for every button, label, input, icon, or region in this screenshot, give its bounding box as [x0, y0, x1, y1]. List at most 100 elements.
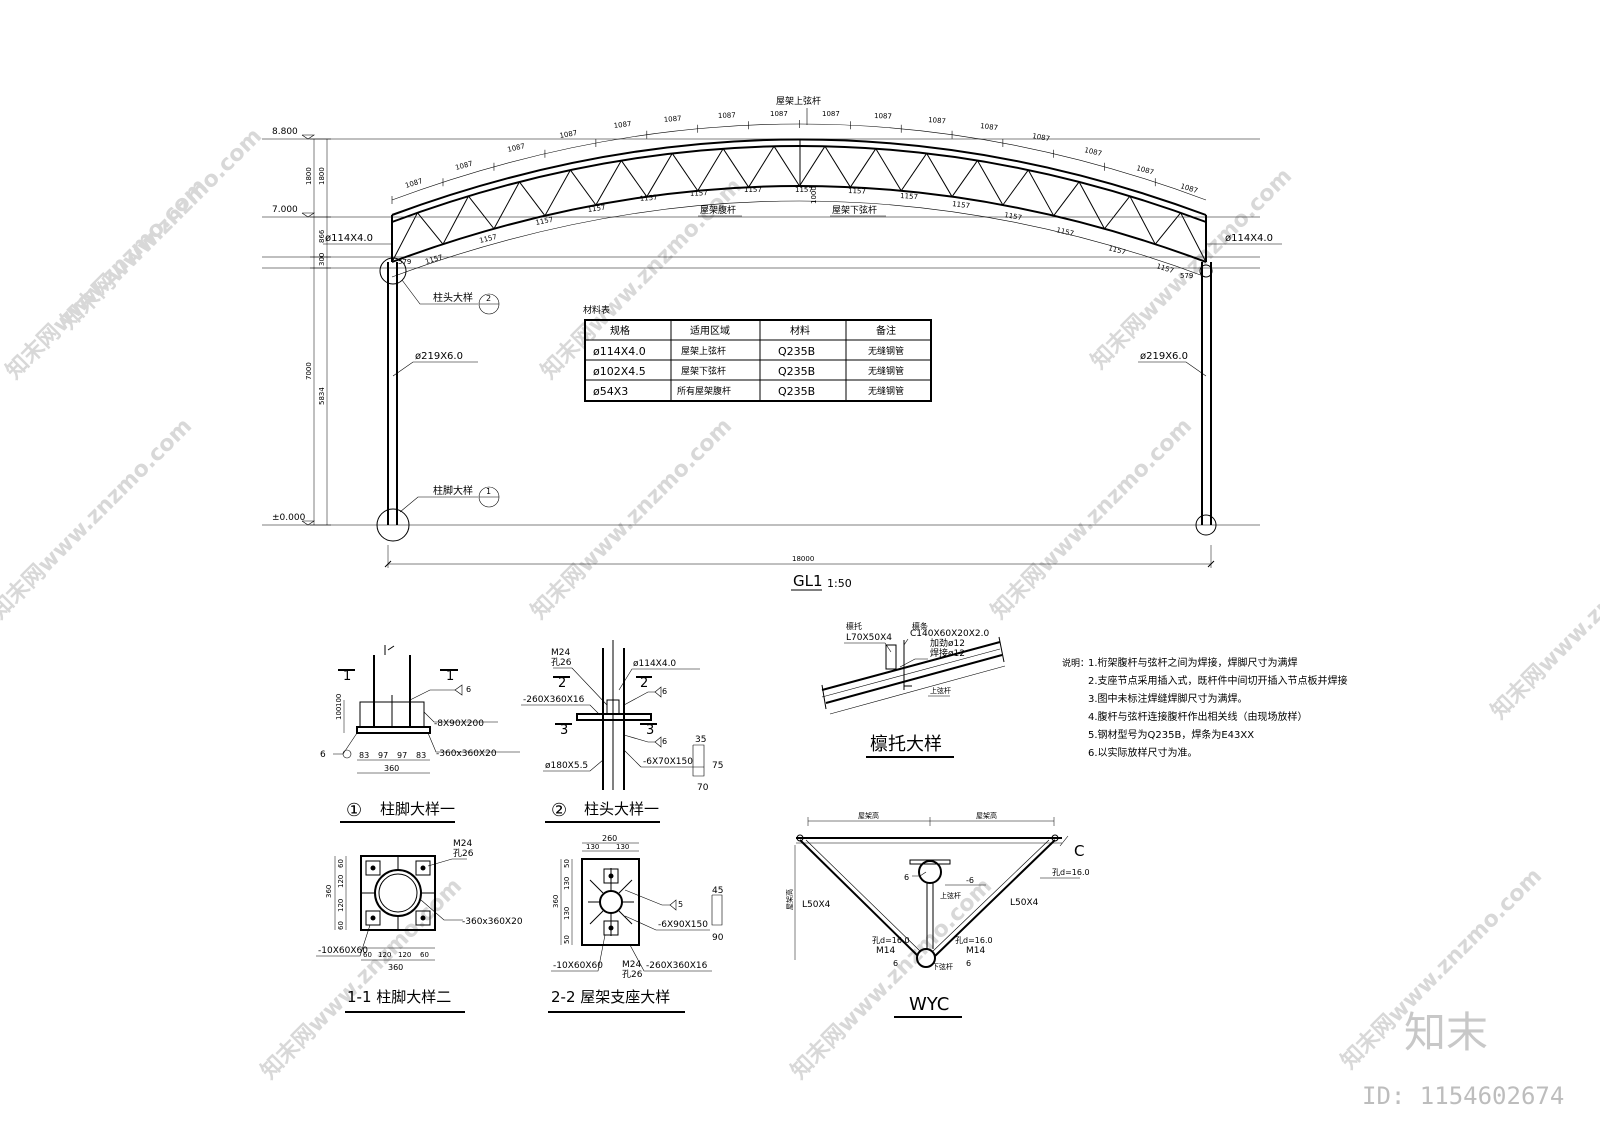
- seg-top: 1087: [1135, 164, 1154, 176]
- th-material: 材料: [790, 324, 810, 337]
- web-member: [1053, 181, 1080, 216]
- seg-top: 1087: [874, 112, 892, 121]
- web-member: [1027, 169, 1055, 216]
- seg-top: 1087: [559, 129, 578, 140]
- dim: 360: [384, 764, 399, 773]
- seg-top: 1087: [770, 110, 788, 118]
- brand: 知末 ID: 1154602674: [1362, 1008, 1564, 1110]
- web-member: [697, 148, 724, 192]
- col-foot-num: 1: [486, 487, 491, 496]
- rib-label: -6X90X150: [658, 920, 708, 930]
- notes: 说明： 1.桁架腹杆与弦杆之间为焊接，焊脚尺寸为满焊 2.支座节点采用插入式，既…: [1062, 656, 1348, 759]
- web-member: [926, 153, 953, 197]
- web-member: [799, 146, 826, 187]
- gl1-scale: 1:50: [827, 577, 852, 590]
- weld-size: 6: [320, 750, 326, 760]
- col-head-circle: [1199, 264, 1213, 278]
- section-mark: 2: [640, 676, 648, 691]
- dim: 130: [586, 843, 599, 851]
- plate-label: -360x360X20: [436, 749, 497, 759]
- wyc-dim: 屋架高: [785, 889, 794, 910]
- chord-size-left: ø114X4.0: [325, 233, 373, 244]
- bottom-dim-arc: [391, 200, 1207, 278]
- col-foot-circle: [376, 508, 410, 542]
- rib-dim: 75: [712, 761, 723, 771]
- detail-wyc: 屋架高 屋架高 屋架高 C L50X4 L50X4 6 -6 上弦杆 下弦杆 孔…: [785, 811, 1090, 1018]
- th-area: 适用区域: [690, 324, 730, 337]
- dim: 60: [363, 951, 372, 959]
- dim: 50: [563, 859, 571, 868]
- span-dim: 18000: [792, 555, 814, 563]
- dim: 360: [552, 895, 560, 908]
- wyc-weld: 6: [893, 959, 898, 968]
- dim: 97: [397, 751, 407, 760]
- web-member: [977, 160, 1004, 206]
- seg-top: 1087: [928, 116, 946, 126]
- end-gap: 579: [1180, 272, 1193, 280]
- seg-top: 1087: [822, 110, 840, 118]
- web-member: [748, 146, 775, 188]
- section-mark: 3: [646, 723, 654, 738]
- web-member: [875, 148, 902, 192]
- seg-top: 1087: [507, 142, 526, 154]
- detail-number: ②: [551, 800, 567, 821]
- col-foot-circle: [1195, 514, 1217, 536]
- seg-bottom: 1157: [952, 200, 971, 210]
- seg-bottom: 1157: [1004, 211, 1023, 222]
- td: 屋架下弦杆: [681, 365, 726, 377]
- gl1-title: GL1: [793, 572, 823, 590]
- pipe-label: ø114X4.0: [633, 659, 676, 669]
- web-member: [951, 160, 978, 197]
- seg-bottom: 1157: [1107, 244, 1126, 256]
- seg-bottom: 1157: [1155, 262, 1174, 275]
- wyc-bolt: M14: [966, 946, 985, 956]
- dim: 260: [602, 834, 617, 843]
- detail-column-foot-1: 1 1 6 -8X90X200 -360x360X20 6 100 100 83…: [320, 645, 520, 823]
- wyc-bottom-chord: [916, 948, 936, 968]
- watermark: 知末网www.znzmo.com: [1486, 513, 1600, 724]
- web-member: [442, 195, 469, 245]
- web-label: 屋架腹杆: [700, 204, 736, 216]
- wyc-c: C: [1074, 842, 1084, 860]
- td: 无缝钢管: [868, 385, 904, 397]
- td: ø114X4.0: [593, 345, 646, 358]
- purlin-label: 焊接ø12: [930, 647, 965, 659]
- anchor-bolts: [365, 860, 431, 926]
- bolt-label: M24: [453, 839, 472, 849]
- support-pipe: [599, 890, 623, 914]
- dim: 130: [563, 907, 571, 920]
- td: 所有屋架腹杆: [677, 385, 731, 397]
- plate-label: -260X360X16: [523, 695, 585, 705]
- web-member: [417, 212, 444, 245]
- col-size-right: ø219X6.0: [1140, 351, 1188, 362]
- top-segment-labels: 1087 1087 1087 1087 1087 1087 1087 1087 …: [404, 110, 1199, 195]
- note-item: 1.桁架腹杆与弦杆之间为焊接，焊脚尺寸为满焊: [1088, 656, 1298, 669]
- seg-top: 1087: [1179, 182, 1198, 195]
- note-item: 6.以实际放样尺寸为准。: [1088, 746, 1198, 759]
- seg-top: 1087: [718, 111, 736, 120]
- end-gap: 579: [398, 258, 411, 266]
- hole-label: 孔26: [622, 969, 643, 980]
- web-member: [1078, 181, 1105, 229]
- purlin-label: 加劲ø12: [930, 637, 965, 649]
- web-member: [468, 195, 495, 230]
- section-mark: 1: [446, 669, 454, 684]
- seg-top: 1087: [1032, 132, 1051, 143]
- rib-dim: 70: [697, 783, 709, 793]
- dim: 360: [325, 885, 333, 898]
- seg-bottom: 1157: [1056, 226, 1075, 238]
- web-member: [1104, 195, 1131, 230]
- dim-v: 1800: [318, 167, 326, 185]
- detail-title: 檩托大样: [870, 734, 942, 755]
- dim: 60: [420, 951, 429, 959]
- th-note: 备注: [876, 324, 896, 337]
- mid-depth: 1000: [810, 186, 818, 204]
- note-item: 4.腹杆与弦杆连接腹杆作出相关线（由现场放样）: [1088, 710, 1308, 723]
- purlin-label: 上弦杆: [930, 686, 951, 695]
- wyc-chord: 下弦杆: [932, 962, 953, 971]
- wyc-hole: 孔d=16.0: [872, 936, 910, 945]
- weld-size: 5: [678, 900, 683, 909]
- note-item: 2.支座节点采用插入式，既杆件中间切开插入节点板并焊接: [1088, 674, 1348, 687]
- seg-bottom: 1157: [795, 186, 813, 194]
- rib-dim: 45: [712, 886, 723, 896]
